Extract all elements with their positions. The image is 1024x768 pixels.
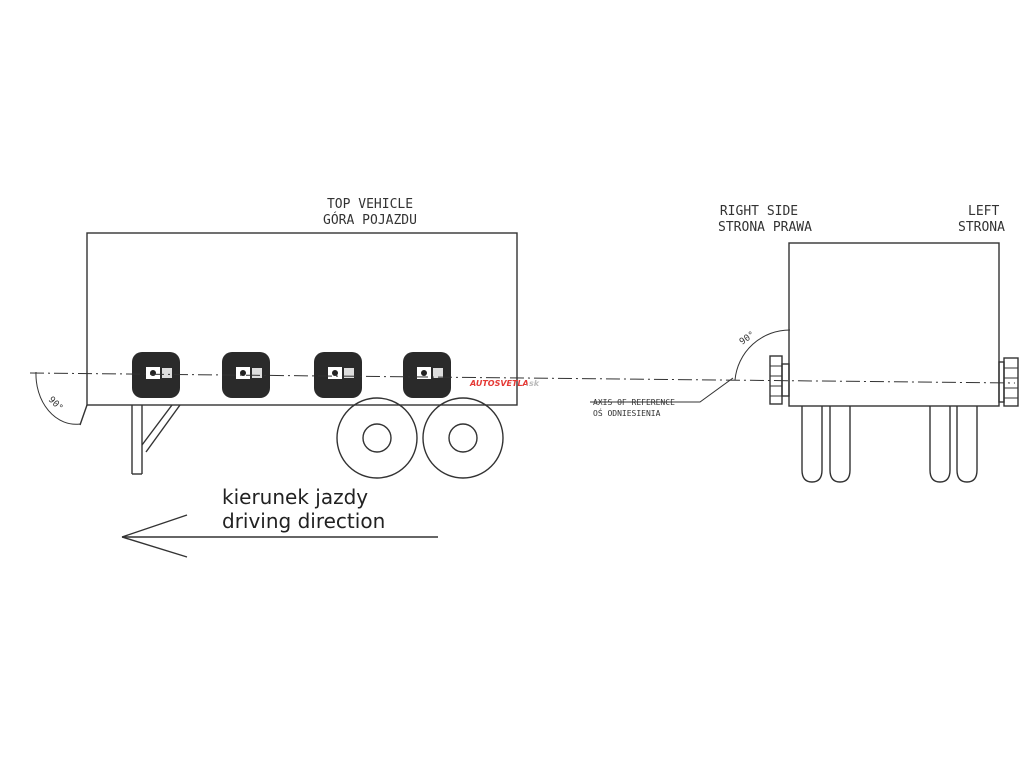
right-side-label-pl: STRONA PRAWA — [718, 220, 812, 235]
support-leg — [79, 404, 181, 475]
side-marker-lamp — [403, 352, 451, 398]
rear-tires-right — [801, 406, 851, 483]
wheel-rear-2 — [422, 397, 504, 479]
left-side-label-pl: STRONA — [958, 220, 1005, 235]
angle-arc-right — [734, 329, 791, 381]
direction-label-pl: kierunek jazdy — [222, 485, 368, 509]
axis-label: AXIS OF REFERENCE — [593, 398, 675, 407]
axis-leader-line — [590, 377, 734, 403]
angle-arc-left — [35, 371, 81, 425]
left-side-label: LEFT — [968, 204, 999, 219]
trailer-body — [86, 232, 518, 406]
rear-tires-left — [929, 406, 978, 483]
rear-lamp-right — [769, 355, 790, 405]
rear-view-body — [788, 242, 1000, 407]
watermark-domain: .sk — [526, 379, 540, 388]
side-marker-lamp — [314, 352, 362, 398]
axis-label-pl: OŚ ODNIESIENIA — [593, 407, 661, 418]
wheel-rear-1 — [336, 397, 418, 479]
angle-label-right: 90° — [738, 330, 757, 348]
rear-lamp-left — [998, 357, 1019, 407]
top-vehicle-label-pl: GÓRA POJAZDU — [323, 212, 417, 228]
direction-label-en: driving direction — [222, 509, 385, 533]
driving-direction-arrow — [121, 514, 438, 558]
right-side-label: RIGHT SIDE — [720, 204, 798, 219]
watermark-brand: AUTOSVETLA — [469, 379, 529, 388]
top-vehicle-label: TOP VEHICLE — [327, 197, 413, 212]
axis-of-reference-line — [29, 372, 1016, 384]
side-marker-lamp — [132, 352, 180, 398]
